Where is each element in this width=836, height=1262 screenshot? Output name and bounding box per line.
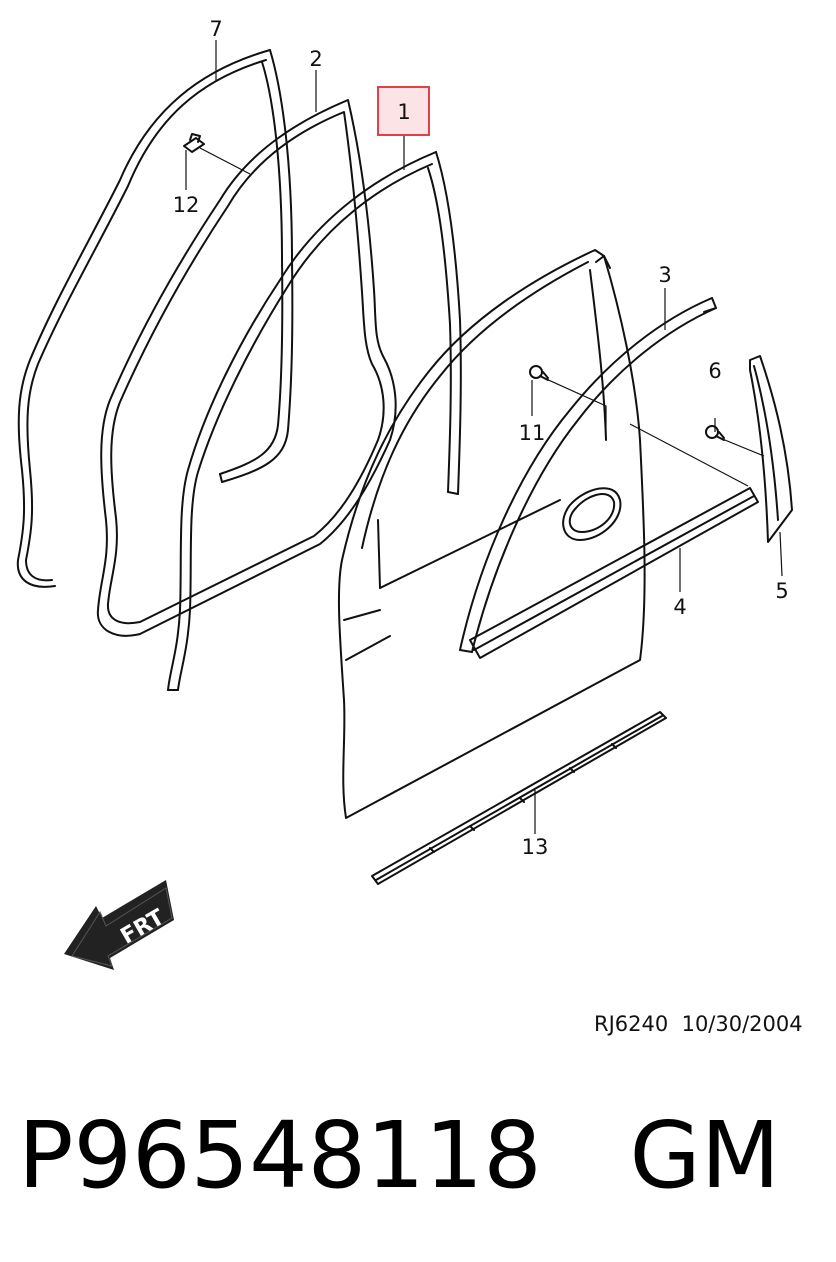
molding-4 [469,487,759,659]
callout-2: 2 [309,47,322,71]
part-number-line: P96548118 GM [18,1102,780,1209]
brand-label: GM [629,1102,781,1209]
door-panel [337,249,646,819]
part-number: P96548118 [18,1102,542,1209]
weatherstrip-2 [96,99,397,637]
callout-7: 7 [209,17,222,41]
applique-5 [749,355,793,543]
molding-3 [459,297,717,653]
drawing-code: RJ6240 10/30/2004 [594,1012,803,1036]
leader-lines [185,40,783,834]
callout-4: 4 [673,595,686,619]
clip-12 [183,133,205,153]
callout-11: 11 [519,421,546,445]
callout-3: 3 [658,263,671,287]
callout-5: 5 [775,579,788,603]
callouts: 7 2 1 12 3 6 11 5 4 13 [173,17,789,859]
highlight-box [377,86,430,136]
front-direction-arrow-icon: FRT [64,880,174,970]
callout-6: 6 [708,359,721,383]
weatherstrip-7 [16,49,294,588]
screw-11 [529,365,549,381]
weatherstrip-1 [167,151,462,691]
molding-13 [371,711,667,885]
callout-12: 12 [173,193,200,217]
callout-1: 1 [397,100,410,124]
callout-13: 13 [522,835,549,859]
